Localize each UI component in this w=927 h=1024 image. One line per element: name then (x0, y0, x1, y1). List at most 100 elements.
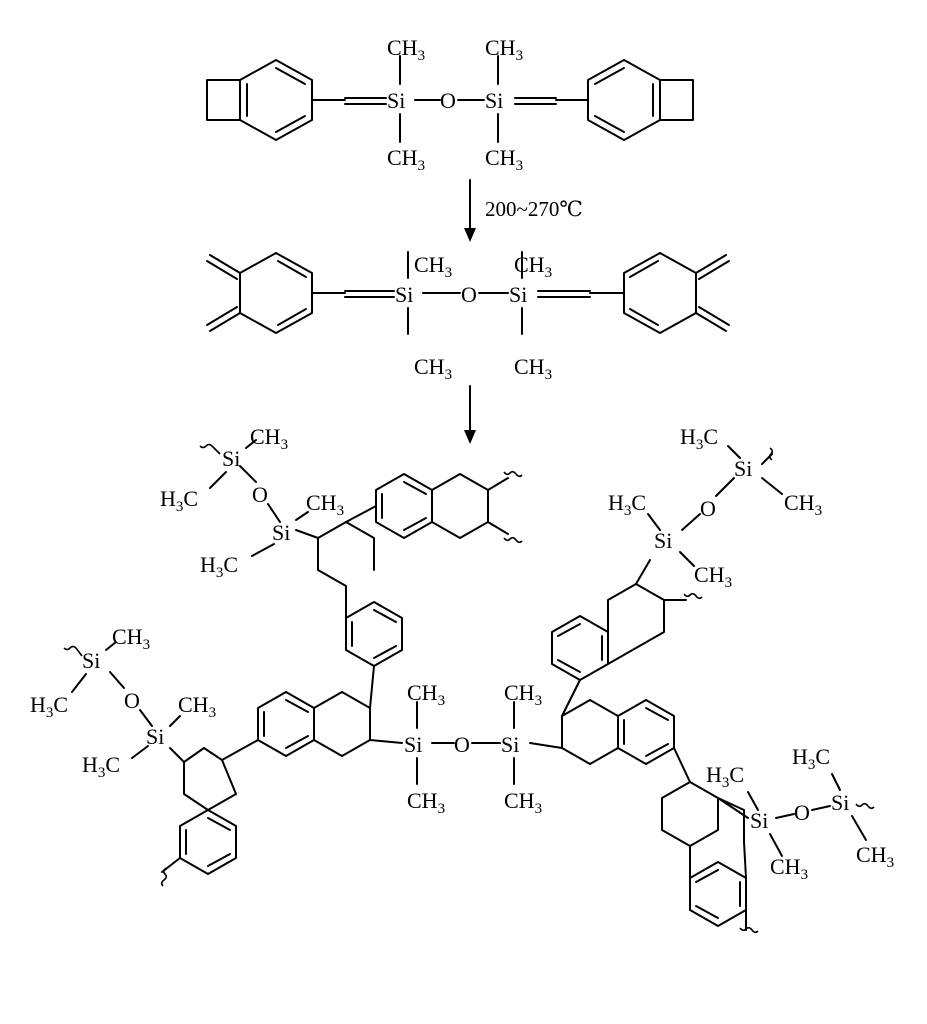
lower-right-si-to-methyl-bond (747, 791, 759, 811)
upper-right-terminal-to-methyl-bond (727, 445, 741, 459)
lower-right-o-to-si-bond (811, 805, 831, 811)
product-siloxane-upper-right: Si H3C CH3 O Si H3C CH3 (608, 424, 822, 591)
reactant-right-bottom-methyl: CH3 (485, 145, 523, 174)
reactant-left-bottom-methyl: CH3 (387, 145, 425, 174)
intermediate-right-exo-methylene-bottom-a (695, 312, 727, 332)
tetralin-upper-right-saturated-ring (607, 583, 665, 665)
lower-left-terminal-chain-end (63, 645, 83, 657)
tetralin-left-center-to-left-bond (221, 739, 259, 761)
product-central-oxygen-label: O (454, 732, 470, 757)
lower-left-terminal-to-methyl-2-bond (71, 673, 87, 693)
intermediate-left-exo-methylene-top-b (206, 260, 238, 280)
tetralin-top-chain-end-2 (503, 536, 523, 544)
tetralin-lower-right-to-si-bond (717, 797, 749, 819)
product-central-left-si-label: Si (404, 732, 422, 757)
lower-left-si-to-o-bond (139, 709, 153, 727)
lower-left-si-methyl-2: H3C (82, 752, 120, 781)
upper-right-oxygen-label: O (700, 496, 716, 521)
tetralin-left-center-aromatic-ring (257, 691, 315, 757)
intermediate-left-bottom-methyl: CH3 (414, 354, 452, 383)
product-central-right-top-methyl: CH3 (504, 680, 542, 709)
upper-right-si-to-methyl-2-bond (679, 551, 695, 567)
product-siloxane-upper-left: Si CH3 H3C O Si CH3 H3C (160, 424, 344, 581)
intermediate-molecule: Si CH3 CH3 O Si CH3 CH3 (206, 251, 730, 383)
upper-left-terminal-to-methyl-2-bond (209, 471, 227, 489)
tetralin-upper-center-to-top-bond (345, 505, 377, 523)
product-tetralin-left-center (221, 665, 403, 761)
product-tetralin-lower-right (661, 781, 759, 934)
upper-right-si-methyl-2: CH3 (694, 562, 732, 591)
product-central-right-si-label: Si (501, 732, 519, 757)
tetralin-lower-left-to-si-bond (169, 747, 185, 763)
intermediate-right-inner-bond-1 (629, 260, 659, 278)
product-central-right-bottom-methyl: CH3 (504, 788, 542, 817)
product-siloxane-lower-left: Si CH3 H3C O Si CH3 H3C (30, 624, 216, 781)
reactant-right-cyclobutane-ring (659, 79, 694, 121)
tetralin-upper-center-to-si-bond (295, 529, 319, 539)
tetralin-right-center-inner-bond-1 (645, 707, 669, 721)
upper-left-oxygen-label: O (252, 482, 268, 507)
upper-left-si-methyl-2: H3C (200, 552, 238, 581)
reactant-oxygen-label: O (440, 88, 456, 113)
tetralin-upper-right-aromatic-ring (551, 615, 609, 681)
reactant-left-inner-bond-2 (275, 115, 306, 133)
upper-left-terminal-si-methyl: CH3 (250, 424, 288, 453)
tetralin-upper-right-chain-end (683, 592, 703, 600)
upper-right-terminal-to-methyl-2-bond (761, 477, 783, 495)
tetralin-right-center-to-upper-bond (561, 679, 581, 717)
lower-right-terminal-si-methyl: H3C (792, 744, 830, 773)
intermediate-right-exo-methylene-top-b (698, 260, 730, 280)
upper-right-o-to-si-bond (715, 477, 735, 497)
tetralin-top-aromatic-ring (375, 473, 433, 539)
product-polymer-network: Si CH3 CH3 O Si CH3 CH3 (30, 424, 894, 934)
lower-right-terminal-si-label: Si (831, 790, 849, 815)
upper-right-si-label: Si (654, 528, 672, 553)
intermediate-left-inner-bond-1 (277, 260, 307, 278)
lower-left-terminal-si-label: Si (82, 648, 100, 673)
lower-left-oxygen-label: O (124, 688, 140, 713)
upper-left-si-to-methyl-2-bond (251, 543, 275, 557)
reaction-arrow-2 (464, 385, 476, 444)
upper-left-terminal-si-methyl-2: H3C (160, 486, 198, 515)
intermediate-left-top-methyl: CH3 (414, 252, 452, 281)
lower-right-si-methyl: H3C (706, 762, 744, 791)
tetralin-upper-center-inner-bond-1 (373, 609, 397, 623)
upper-left-si-to-methyl-bond (295, 511, 309, 521)
product-tetralin-lower-left (160, 747, 237, 887)
upper-right-si-to-o-bond (681, 513, 701, 531)
lower-right-terminal-chain-end (855, 802, 875, 810)
tetralin-upper-center-inner-bond-2 (373, 645, 397, 659)
reactant-right-si-label: Si (485, 88, 503, 113)
upper-right-terminal-si-label: Si (734, 456, 752, 481)
product-tetralin-upper-center (295, 505, 403, 667)
intermediate-right-si-label: Si (509, 282, 527, 307)
tetralin-right-center-aromatic-ring (617, 699, 675, 765)
tetralin-top-saturated-ring (431, 473, 489, 539)
intermediate-left-ring (239, 252, 313, 334)
intermediate-right-ring (623, 252, 697, 334)
intermediate-right-bottom-methyl: CH3 (514, 354, 552, 383)
tetralin-lower-right-chain-end (739, 926, 759, 934)
reactant-right-benzene-ring (587, 59, 661, 141)
intermediate-left-exo-methylene-top-a (209, 254, 241, 274)
upper-left-si-methyl: CH3 (306, 490, 344, 519)
reactant-left-si-label: Si (387, 88, 405, 113)
lower-left-terminal-si-methyl: CH3 (112, 624, 150, 653)
reactant-left-benzene-ring (239, 59, 313, 141)
lower-left-terminal-si-methyl-2: H3C (30, 692, 68, 721)
upper-right-si-methyl: H3C (608, 490, 646, 519)
arrow-2-head (464, 430, 476, 444)
intermediate-right-exo-methylene-top-a (695, 254, 727, 274)
intermediate-oxygen-label: O (461, 282, 477, 307)
intermediate-left-si-label: Si (395, 282, 413, 307)
lower-left-o-to-si-bond (109, 671, 125, 689)
tetralin-lower-left-saturated-ring (183, 747, 237, 811)
reaction-arrow-1: 200~270℃ (464, 179, 583, 242)
product-siloxane-lower-right: Si H3C CH3 O Si H3C CH3 (706, 744, 894, 883)
product-tetralin-top (375, 470, 523, 544)
tetralin-upper-right-inner-bond-1 (557, 623, 581, 637)
reactant-right-top-methyl: CH3 (485, 35, 523, 64)
arrow-1-head (464, 228, 476, 242)
upper-left-si-label: Si (272, 520, 290, 545)
